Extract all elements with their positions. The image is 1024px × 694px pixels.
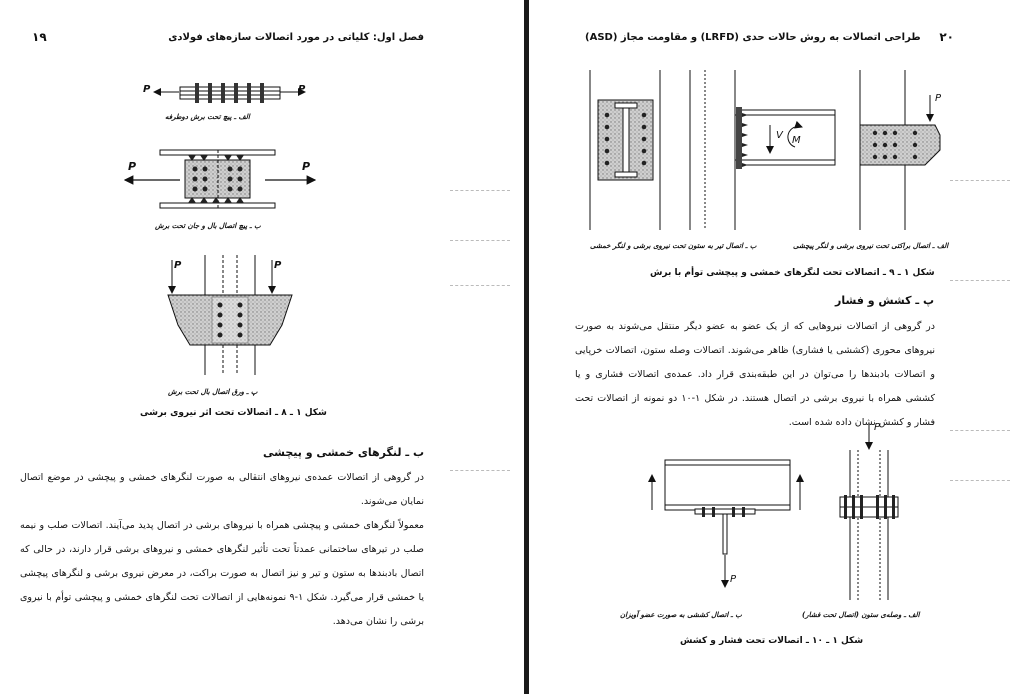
left-page: ۱۹ فصل اول: کلیاتی در مورد اتصالات سازه‌…: [20, 30, 510, 634]
body-text: در گروهی از اتصالات نیروهایی که از یک عض…: [575, 315, 935, 435]
page-number: ۲۰: [939, 30, 954, 44]
section-title: ب ـ لنگرهای خمشی و پیچشی: [263, 446, 424, 459]
figure-caption: ب ـ اتصال تیر به ستون تحت نیروی برشی و ل…: [590, 242, 757, 250]
shear-label-v: V: [776, 130, 783, 141]
scan-artifact-line: [450, 240, 510, 242]
load-label-p: P: [143, 84, 151, 95]
moment-label-m: M: [792, 135, 801, 146]
scan-artifact-line: [450, 190, 510, 192]
paragraph: معمولاً لنگرهای خمشی و پیچشی همراه با نی…: [20, 520, 424, 627]
paragraph: در گروهی از اتصالات نیروهایی که از یک عض…: [575, 321, 936, 428]
load-label-p: P: [298, 84, 306, 95]
figure-caption: پ ـ ورق اتصال بال تحت برش: [168, 388, 258, 396]
page-number: ۱۹: [32, 30, 47, 44]
figure-moment-connections: [589, 70, 941, 230]
figure-caption: ب ـ پیچ اتصال بال و جان تحت برش: [155, 222, 261, 230]
body-text: در گروهی از اتصالات عمده‌ی نیروهای انتقا…: [20, 466, 424, 634]
paragraph: در گروهی از اتصالات عمده‌ی نیروهای انتقا…: [20, 472, 424, 507]
load-label-p: P: [128, 160, 137, 173]
load-label-p: P: [935, 93, 942, 104]
load-label-p: P: [730, 574, 737, 585]
running-header: فصل اول: کلیاتی در مورد اتصالات سازه‌های…: [168, 32, 424, 43]
load-label-p: P: [174, 260, 182, 271]
figure-tension-compression: [648, 425, 899, 600]
figure-gusset-plate: [167, 255, 293, 375]
scan-artifact-line: [950, 180, 1010, 182]
figure-caption: الف ـ اتصال براکتی تحت نیروی برشی و لنگر…: [793, 242, 949, 250]
figure-title: شکل ۱ ـ ۹ ـ اتصالات تحت لنگرهای خمشی و پ…: [650, 268, 935, 278]
figure-caption: الف ـ وصله‌ی ستون (اتصال تحت فشار): [802, 611, 920, 619]
figure-double-shear-bolt: [153, 83, 306, 103]
section-title: پ ـ کشش و فشار: [835, 294, 934, 307]
scan-artifact-line: [950, 430, 1010, 432]
scan-artifact-line: [450, 285, 510, 287]
figure-caption: ب ـ اتصال کششی به صورت عضو آویزان: [620, 611, 742, 619]
right-page: ۲۰ طراحی اتصالات به روش حالات حدی (LRFD)…: [530, 0, 1024, 694]
figure-caption: الف ـ پیچ تحت برش دوطرفه: [165, 113, 250, 121]
load-label-p: P: [302, 160, 311, 173]
figure-title: شکل ۱ ـ ۸ ـ اتصالات تحت اثر نیروی برشی: [140, 408, 327, 418]
scan-artifact-line: [950, 280, 1010, 282]
scan-artifact-line: [950, 480, 1010, 482]
running-header: طراحی اتصالات به روش حالات حدی (LRFD) و …: [585, 32, 921, 43]
book-spine: [524, 0, 529, 694]
scan-artifact-line: [450, 470, 510, 472]
figure-title: شکل ۱ ـ ۱۰ ـ اتصالات تحت فشار و کشش: [680, 636, 864, 646]
load-label-p: P: [274, 260, 282, 271]
figure-flange-web-splice: [123, 149, 317, 209]
load-label-p: P: [874, 422, 881, 433]
